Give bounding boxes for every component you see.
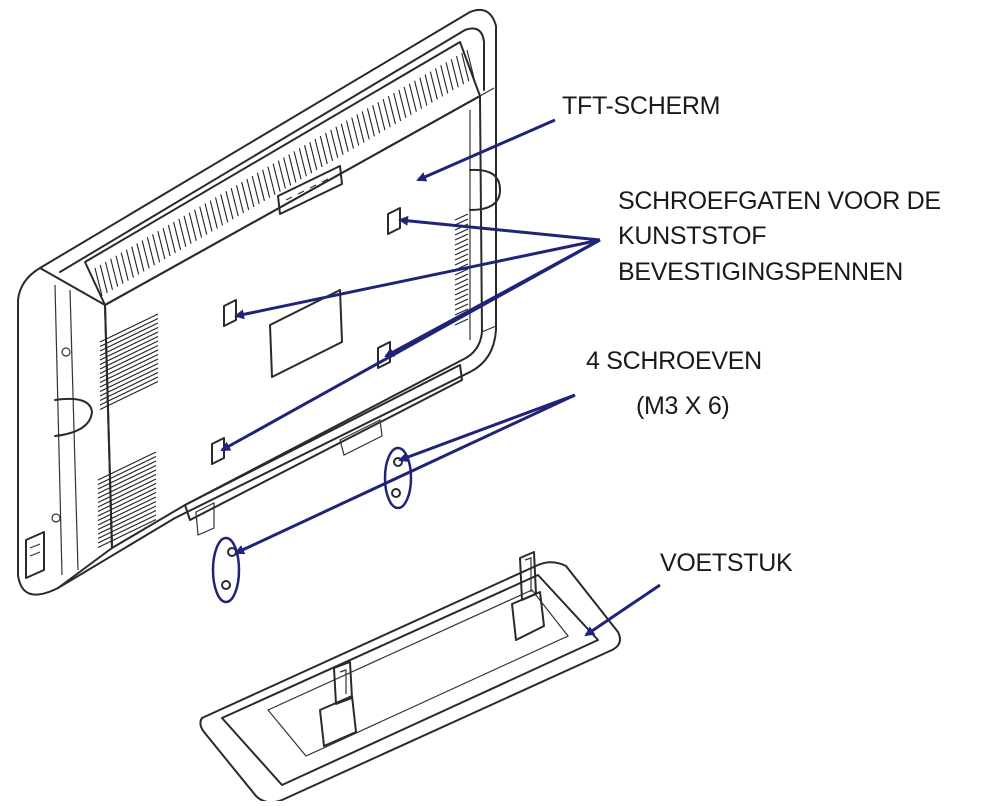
pin-hole-3 (211, 437, 225, 465)
arrow-screw-2 (234, 393, 576, 555)
label-screws-line1: 4 SCHROEVEN (586, 347, 762, 375)
screw-hole-4 (391, 488, 401, 498)
screw-ring-front (211, 536, 241, 604)
screw-ring-rear (383, 446, 413, 510)
arrow-pin-4 (220, 238, 601, 452)
callout-arrows (220, 118, 661, 637)
arrow-pin-2 (234, 238, 601, 320)
arrow-screw-1 (398, 393, 576, 462)
screw-hole-3 (393, 457, 403, 467)
pin-hole-1 (223, 299, 237, 327)
arrow-pin-1 (398, 215, 601, 242)
tft-monitor-back (17, 8, 501, 596)
arrow-stand (584, 583, 661, 637)
label-screws-line2: (M3 X 6) (636, 392, 730, 420)
label-screw-holes-line3: BEVESTIGINGSPENNEN (618, 258, 903, 286)
screw-hole-2 (221, 580, 231, 590)
arrow-screen (416, 118, 556, 182)
pin-hole-2 (387, 207, 401, 235)
label-screw-holes-line1: SCHROEFGATEN VOOR DE (618, 187, 941, 215)
pin-hole-4 (377, 341, 391, 369)
stand-base (199, 551, 621, 804)
label-screw-holes-line2: KUNSTSTOF (618, 222, 767, 250)
label-tft-screen: TFT-SCHERM (562, 92, 721, 120)
label-stand: VOETSTUK (660, 549, 793, 577)
